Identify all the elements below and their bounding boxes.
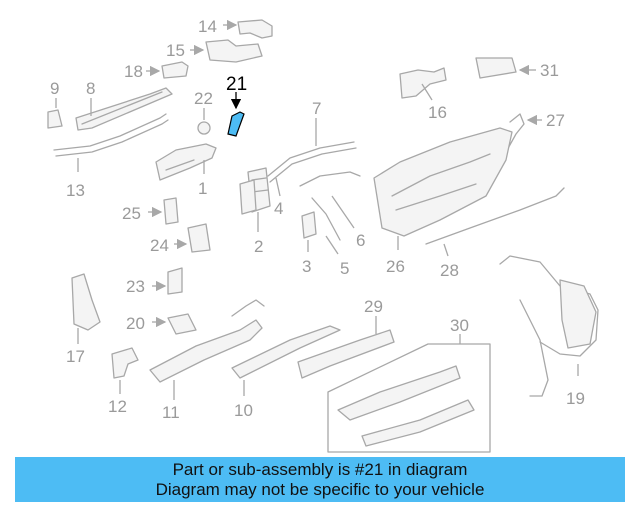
part-16 xyxy=(399,67,447,101)
callout-31: 31 xyxy=(540,61,559,80)
callout-15: 15 xyxy=(166,41,185,60)
part-21 xyxy=(227,92,245,137)
callout-9: 9 xyxy=(50,79,59,98)
part-30 xyxy=(327,334,491,453)
part-20 xyxy=(152,313,197,335)
callout-19: 19 xyxy=(566,389,585,408)
callout-21: 21 xyxy=(226,74,247,95)
parts-diagram: 14 15 18 9 8 22 21 7 13 1 4 25 24 2 6 3 … xyxy=(47,17,599,453)
callout-26: 26 xyxy=(386,257,405,276)
callout-4: 4 xyxy=(274,199,283,218)
part-28 xyxy=(425,187,565,257)
callout-30: 30 xyxy=(450,316,469,335)
part-29 xyxy=(297,316,395,379)
part-24 xyxy=(174,223,211,253)
part-17 xyxy=(71,273,101,344)
callout-6: 6 xyxy=(356,231,365,250)
part-19 xyxy=(499,255,599,397)
callout-28: 28 xyxy=(440,261,459,280)
part-15 xyxy=(190,39,263,63)
callout-8: 8 xyxy=(86,79,95,98)
info-banner: Part or sub-assembly is #21 in diagram D… xyxy=(15,457,625,502)
part-3 xyxy=(301,211,317,252)
part-7 xyxy=(267,118,357,183)
callout-24: 24 xyxy=(150,236,169,255)
part-8 xyxy=(75,87,173,131)
part-5 xyxy=(311,197,341,255)
part-31 xyxy=(475,57,536,79)
part-2 xyxy=(239,179,259,232)
callout-22: 22 xyxy=(194,89,213,108)
part-22 xyxy=(197,108,211,135)
callout-5: 5 xyxy=(340,259,349,278)
callout-29: 29 xyxy=(364,297,383,316)
part-25 xyxy=(148,197,179,225)
callout-20: 20 xyxy=(126,314,145,333)
callout-27: 27 xyxy=(546,111,565,130)
callout-10: 10 xyxy=(234,401,253,420)
banner-line-2: Diagram may not be specific to your vehi… xyxy=(155,479,485,499)
part-1 xyxy=(155,143,217,181)
callout-3: 3 xyxy=(302,257,311,276)
part-11 xyxy=(149,299,265,400)
part-13 xyxy=(53,113,169,172)
callout-2: 2 xyxy=(254,237,263,256)
part-10 xyxy=(231,325,341,396)
part-14 xyxy=(223,19,273,39)
callout-12: 12 xyxy=(108,397,127,416)
part-23 xyxy=(152,267,183,295)
callout-17: 17 xyxy=(66,347,85,366)
callout-1: 1 xyxy=(198,179,207,198)
callout-7: 7 xyxy=(312,99,321,118)
part-6 xyxy=(299,171,361,229)
callout-16: 16 xyxy=(428,103,447,122)
part-12 xyxy=(111,347,139,394)
callout-18: 18 xyxy=(124,62,143,81)
callout-labels: 14 15 18 9 8 22 21 7 13 1 4 25 24 2 6 3 … xyxy=(50,17,585,422)
callout-25: 25 xyxy=(122,204,141,223)
part-18 xyxy=(146,61,189,79)
part-9 xyxy=(47,98,63,129)
part-27 xyxy=(505,113,542,153)
banner-line-1: Part or sub-assembly is #21 in diagram xyxy=(172,459,468,479)
callout-14: 14 xyxy=(198,17,217,36)
part-26 xyxy=(373,127,513,250)
callout-13: 13 xyxy=(66,181,85,200)
callout-11: 11 xyxy=(162,403,180,422)
callout-23: 23 xyxy=(126,277,145,296)
